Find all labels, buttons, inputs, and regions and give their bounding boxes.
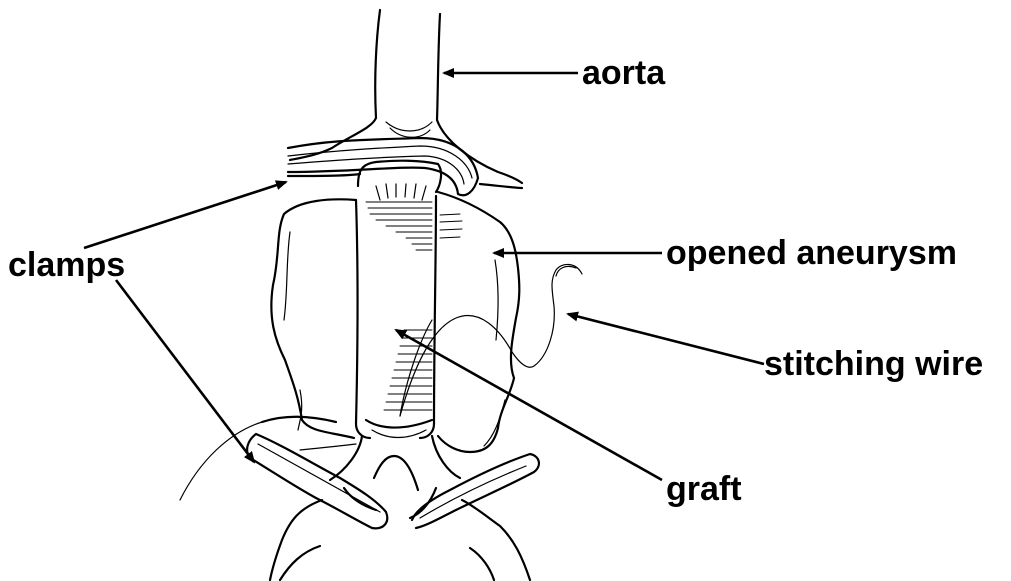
lower-vessels [270, 436, 530, 580]
stitching-wire [400, 264, 582, 416]
stitching-wire-label: stitching wire [764, 345, 983, 383]
aorta-label: aorta [582, 54, 666, 92]
graft-label: graft [666, 470, 742, 508]
clamps-callout-line-lower [116, 280, 254, 462]
graft-tube [356, 161, 462, 438]
graft-callout-line [396, 330, 662, 480]
clamps-label: clamps [8, 246, 125, 284]
stitching-wire-callout-line [568, 314, 764, 364]
opened-aneurysm-label: opened aneurysm [666, 234, 957, 272]
opened-aneurysm-sac [271, 192, 519, 452]
clamps-callout-line-upper [84, 182, 286, 248]
